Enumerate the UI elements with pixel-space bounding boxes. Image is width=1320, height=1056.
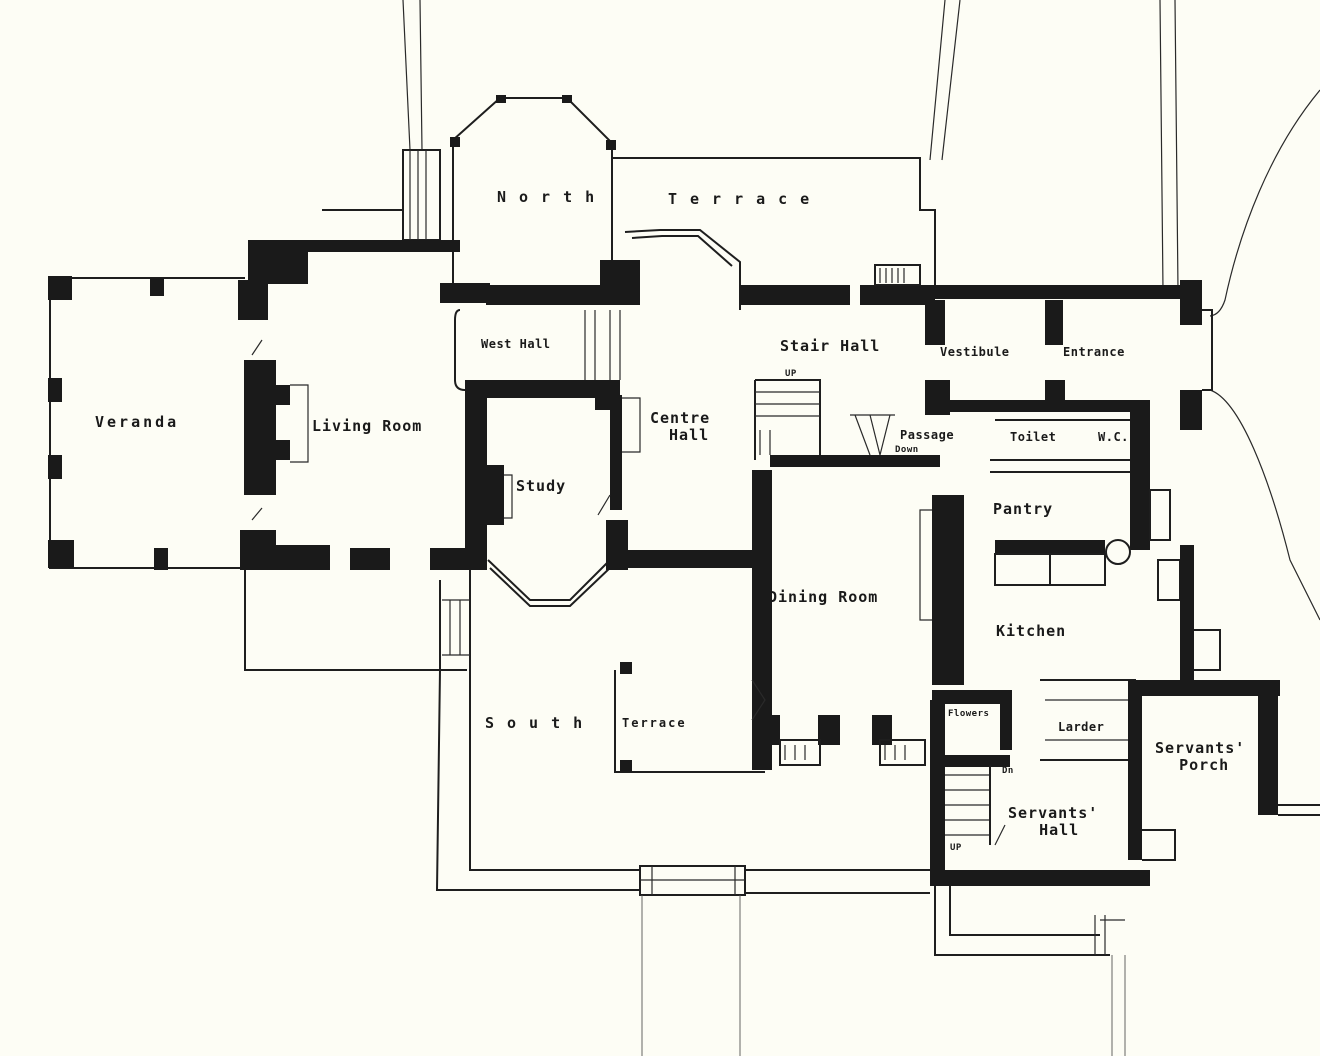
- label-north-terrace-terrace: Terrace: [668, 190, 823, 208]
- label-west-hall: West Hall: [481, 337, 551, 351]
- south-terrace-outline: [244, 570, 1126, 1056]
- label-pantry: Pantry: [993, 500, 1054, 518]
- east-wing-walls: [919, 280, 1320, 861]
- label-servants-hall-line2: Hall: [1039, 821, 1080, 839]
- label-servants-porch-line2: Porch: [1179, 756, 1230, 774]
- label-veranda: Veranda: [95, 413, 180, 431]
- label-flowers: Flowers: [948, 709, 990, 719]
- label-dining-room: Dining Room: [768, 588, 879, 606]
- north-approach-lines: [402, 0, 1320, 621]
- north-terrace-outline: [322, 95, 936, 285]
- label-south-terrace-terrace: Terrace: [622, 716, 687, 730]
- label-entrance: Entrance: [1063, 345, 1125, 359]
- label-larder: Larder: [1058, 720, 1105, 734]
- label-vestibule: Vestibule: [940, 345, 1010, 359]
- living-room-walls: [238, 240, 490, 570]
- label-living-room: Living Room: [312, 417, 423, 435]
- label-stair-up: UP: [785, 369, 797, 379]
- label-toilet: Toilet: [1010, 430, 1057, 444]
- label-wc: W.C.: [1098, 430, 1129, 444]
- central-walls: [454, 229, 1200, 770]
- label-servants-porch-line1: Servants': [1155, 739, 1246, 757]
- label-servants-hall: Servants' Hall: [1008, 805, 1098, 839]
- veranda-outline: [48, 276, 245, 570]
- label-kitchen: Kitchen: [996, 622, 1067, 640]
- label-north-terrace-north: North: [497, 188, 608, 206]
- label-stair-hall: Stair Hall: [780, 337, 881, 355]
- label-centre-hall-line1: Centre: [650, 409, 711, 427]
- label-servants-hall-line1: Servants': [1008, 804, 1099, 822]
- label-servants-porch: Servants' Porch: [1155, 740, 1245, 774]
- label-centre-hall-line2: Hall: [669, 426, 710, 444]
- label-study: Study: [516, 477, 567, 495]
- main-stair: [754, 264, 940, 467]
- label-passage: Passage: [900, 428, 955, 442]
- servants-hall-walls: [930, 755, 1150, 886]
- label-south-terrace-south: South: [485, 714, 596, 732]
- label-centre-hall: Centre Hall: [650, 410, 710, 444]
- label-service-up: UP: [950, 843, 962, 853]
- label-service-down: Dn: [1002, 766, 1014, 776]
- dining-room-walls: [751, 679, 945, 766]
- label-stair-down: Down: [895, 445, 919, 455]
